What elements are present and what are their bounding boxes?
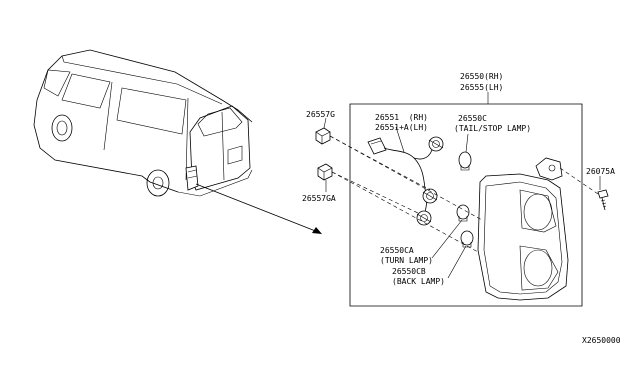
clip-26557ga [317,163,333,181]
harness-connector [367,137,387,155]
van-illustration [33,49,322,234]
label-housing-lh: 26555(LH) [460,83,503,92]
projection-lines [329,135,599,253]
part-labels: 26550(RH) 26555(LH) 26550C (TAIL/STOP LA… [302,72,621,345]
socket-harness [367,136,444,226]
clip-26557g [315,127,331,145]
label-socket-rh: 26551 (RH) [375,113,428,122]
label-bulb-turn-code: 26550CA [380,246,414,255]
bulb-back [460,230,474,248]
label-screw: 26075A [586,167,615,176]
detail-pointer-arrow [195,183,319,233]
diagram-id: X2650000 [582,336,621,345]
label-housing-rh: 26550(RH) [460,72,503,81]
label-clip-bottom: 26557GA [302,194,336,203]
screw-26075a [597,189,609,211]
bulb-tail-stop [458,151,472,171]
label-bulb-tail-name: (TAIL/STOP LAMP) [454,124,531,133]
detail-frame [349,103,583,307]
leader-lines [323,117,601,279]
socket-turn [422,188,438,204]
socket-back [416,210,432,226]
label-bulb-tail-code: 26550C [458,114,487,123]
tail-lamp-housing [477,157,569,301]
label-bulb-back-code: 26550CB [392,267,426,276]
label-clip-top: 26557G [306,110,335,119]
label-bulb-turn-name: (TURN LAMP) [380,256,433,265]
label-bulb-back-name: (BACK LAMP) [392,277,445,286]
socket-tail [428,136,444,152]
bulb-turn [456,204,470,222]
label-socket-lh: 26551+A(LH) [375,123,428,132]
